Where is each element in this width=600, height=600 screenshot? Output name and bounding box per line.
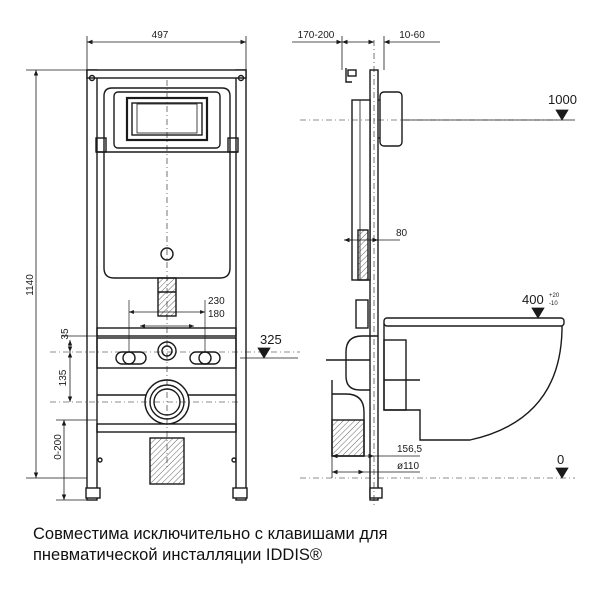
- side-view: [326, 68, 565, 501]
- toilet-bowl: [383, 323, 563, 441]
- compatibility-caption: Совместима исключительно с клавишами для…: [33, 524, 573, 566]
- flush-actuator: [379, 91, 403, 147]
- frame-right-post: [235, 69, 247, 501]
- right-stud: [198, 351, 212, 365]
- label-180: 180: [208, 309, 225, 320]
- frame-left-foot: [85, 487, 101, 499]
- label-400-tol-plus: +20: [549, 293, 560, 299]
- label-497: 497: [152, 30, 169, 41]
- label-80: 80: [396, 228, 408, 239]
- label-135: 135: [58, 369, 69, 386]
- label-10-60: 10-60: [399, 30, 425, 41]
- frame-right-foot: [232, 487, 248, 499]
- left-stud: [122, 351, 136, 365]
- dim-497: [86, 36, 247, 70]
- frame-left-post: [86, 69, 98, 501]
- label-d110: ø110: [397, 461, 419, 472]
- label-156-5: 156,5: [397, 444, 422, 455]
- label-0-200: 0-200: [53, 434, 64, 460]
- label-325: 325: [260, 332, 282, 347]
- label-170-200: 170-200: [298, 30, 335, 41]
- frame-top-bar: [86, 69, 247, 79]
- label-400-tol-minus: -10: [549, 301, 558, 307]
- label-0: 0: [557, 452, 564, 467]
- label-400: 400: [522, 292, 544, 307]
- mounting-rail: [96, 327, 237, 337]
- toilet-seat: [383, 317, 565, 327]
- installation-drawing: 497 230 180 325 1140 35 135 0-200: [25, 30, 577, 505]
- front-view: [85, 69, 248, 501]
- caption-line-1: Совместима исключительно с клавишами для: [33, 525, 388, 543]
- label-1140: 1140: [25, 274, 36, 296]
- label-35: 35: [60, 328, 71, 340]
- label-230: 230: [208, 296, 225, 307]
- caption-line-2: пневматической инсталляции IDDIS®: [33, 546, 323, 564]
- label-1000: 1000: [548, 92, 577, 107]
